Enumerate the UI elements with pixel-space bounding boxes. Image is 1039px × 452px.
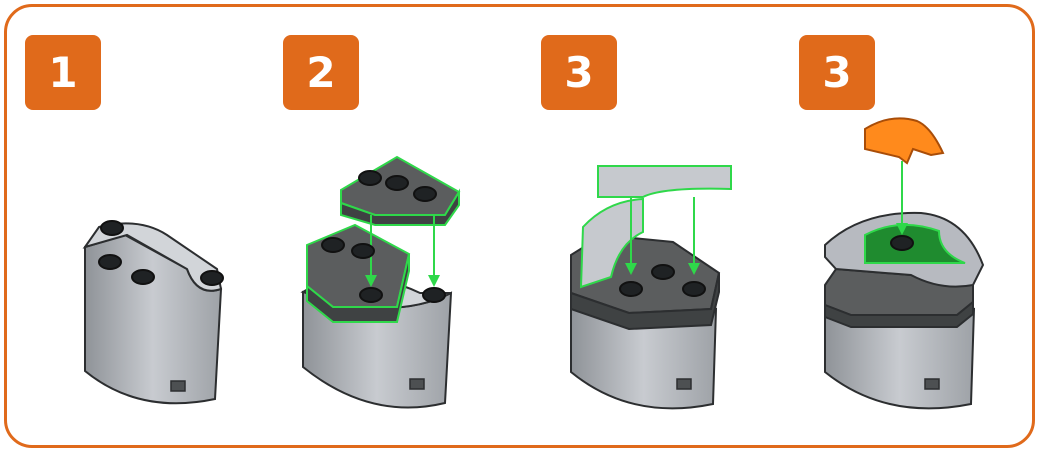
step-badge-3: 3 xyxy=(541,35,617,110)
orange-cap-placement-icon xyxy=(824,117,985,410)
instructions-frame: 1 2 xyxy=(4,4,1035,448)
step-panel-1: 1 xyxy=(7,7,265,445)
step-panel-3: 3 xyxy=(523,7,781,445)
step-badge-4: 3 xyxy=(799,35,875,110)
step-panel-4: 3 xyxy=(781,7,1032,445)
step-badge-2: 2 xyxy=(283,35,359,110)
curved-wall-brick-icon xyxy=(82,220,224,405)
wedge-plates-assembly-icon xyxy=(300,155,461,409)
step-badge-1: 1 xyxy=(25,35,101,110)
curved-tile-placement-icon xyxy=(570,165,732,410)
step-panel-2: 2 xyxy=(265,7,523,445)
